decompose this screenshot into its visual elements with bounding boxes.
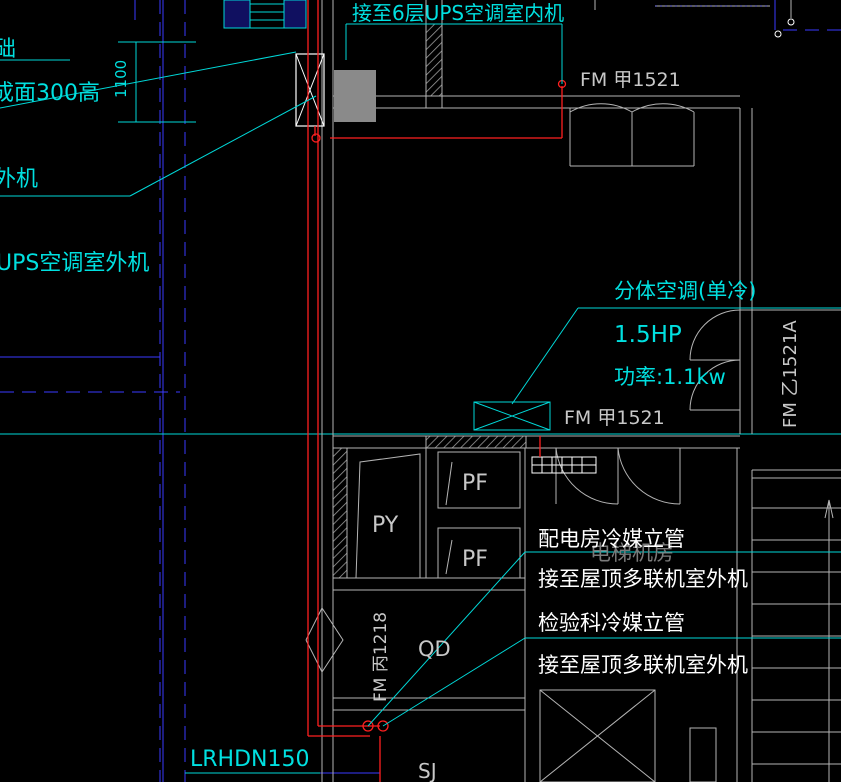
note-line-2: 接至屋顶多联机室外机 xyxy=(538,567,748,591)
sj-label: SJ xyxy=(418,759,437,782)
refrigerant-pipes xyxy=(307,0,567,782)
note-line-3: 检验科冷媒立管 xyxy=(538,611,685,635)
left-label-wai: 外机 xyxy=(0,167,38,192)
left-label-chu: 础 xyxy=(0,37,16,62)
pf-label-2: PF xyxy=(462,547,488,572)
split-ac-label: 分体空调(单冷) xyxy=(614,279,756,303)
note-line-1: 配电房冷媒立管 xyxy=(538,527,685,551)
py-label: PY xyxy=(372,513,399,538)
fm-label-mid: FM 甲1521 xyxy=(564,407,665,429)
top-equipment xyxy=(223,0,307,29)
fm-label-lower: FM 丙1218 xyxy=(371,612,391,702)
fm-label-right: FM 乙1521A xyxy=(780,320,801,428)
ups-outdoor-label: UPS空调室外机 xyxy=(0,251,149,276)
indoor-unit-upper xyxy=(295,53,376,127)
note-line-4: 接至屋顶多联机室外机 xyxy=(538,653,748,677)
qd-label: QD xyxy=(418,637,451,661)
elevator-room-bg: 电梯机房 xyxy=(590,541,674,565)
top-note: 接至6层UPS空调室内机 xyxy=(352,1,564,25)
left-label-height: 成面300高 xyxy=(0,81,100,106)
power-label: 功率:1.1kw xyxy=(614,365,726,389)
split-ac-indoor-unit xyxy=(473,401,551,431)
door-fm-right xyxy=(689,309,741,411)
door-fm-mid xyxy=(555,447,681,505)
elevator-car xyxy=(539,689,717,782)
leader-lines xyxy=(0,23,841,774)
pf-label-1: PF xyxy=(462,471,488,496)
shafts xyxy=(305,451,521,674)
door-fm-top xyxy=(569,103,695,167)
split-ac-outdoor-unit xyxy=(531,456,597,474)
lrhdn-label: LRHDN150 xyxy=(190,747,309,772)
walls xyxy=(321,0,841,782)
stair-lines xyxy=(752,477,841,782)
hp-label: 1.5HP xyxy=(614,322,682,348)
labels: 接至6层UPS空调室内机 础 成面300高 1100 外机 UPS空调室外机 F… xyxy=(0,1,801,782)
fm-label-top: FM 甲1521 xyxy=(580,69,681,91)
top-right-details xyxy=(655,0,795,38)
dim-1100: 1100 xyxy=(112,60,130,98)
